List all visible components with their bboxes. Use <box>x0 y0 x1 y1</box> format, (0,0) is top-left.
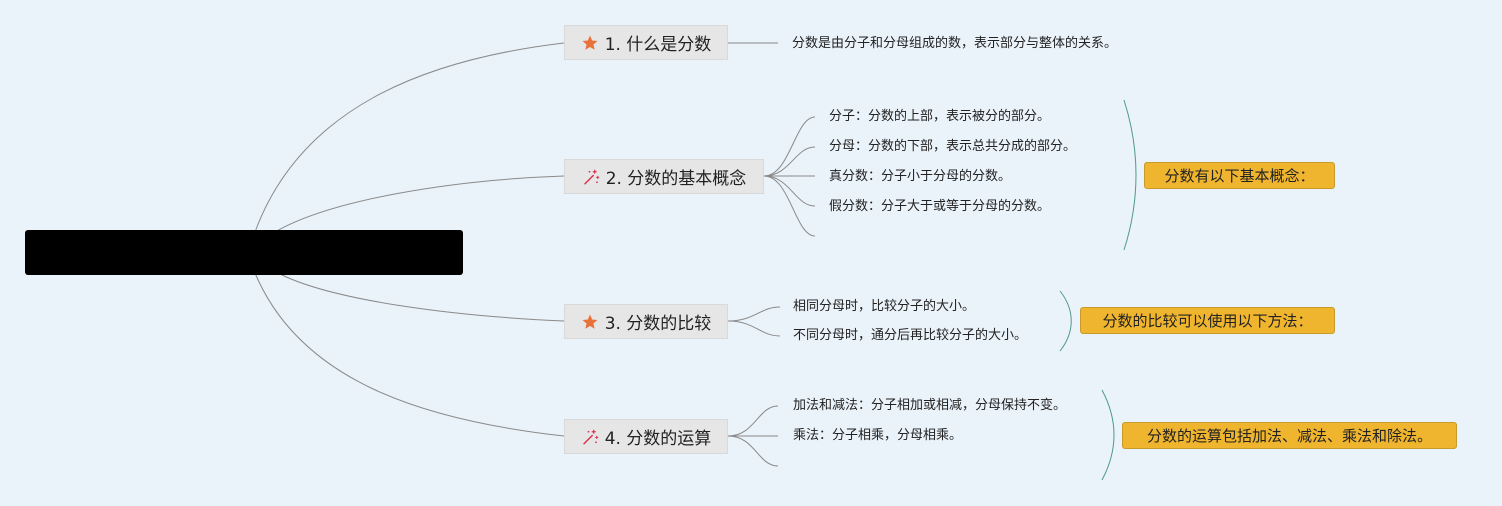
branch-2-detail-line-1 <box>763 116 816 177</box>
branch-2-summary-label: 分数有以下基本概念： <box>1164 167 1315 185</box>
branch-2-detail-line-2 <box>763 146 816 177</box>
sparkle-wand-icon <box>582 168 600 186</box>
root-to-branch-2-line <box>274 175 565 233</box>
root-to-branch-1-line <box>254 42 565 233</box>
branch-3-label: 3. 分数的比较 <box>604 314 712 334</box>
branch-2-detail-line-4 <box>763 175 816 207</box>
branch-3-topic[interactable]: 3. 分数的比较 <box>564 304 728 339</box>
branch-1-detail-1: 分数是由分子和分母组成的数，表示部分与整体的关系。 <box>792 36 1118 51</box>
branch-2-summary-brace <box>1123 99 1137 251</box>
branch-3-detail-line-1 <box>727 306 781 322</box>
branch-3-detail-line-2 <box>727 320 781 337</box>
branch-4-summary-label: 分数的运算包括加法、减法、乘法和除法。 <box>1146 427 1432 445</box>
branch-3-summary-label: 分数的比较可以使用以下方法： <box>1102 312 1313 330</box>
branch-2-detail-1: 分子：分数的上部，表示被分的部分。 <box>829 109 1051 124</box>
branch-4-detail-line-3 <box>727 435 779 467</box>
branch-1-label: 1. 什么是分数 <box>604 35 712 55</box>
star-icon <box>581 34 599 52</box>
branch-4-summary-brace <box>1101 389 1115 481</box>
branch-3-detail-2: 不同分母时，通分后再比较分子的大小。 <box>793 328 1028 343</box>
branch-1-topic[interactable]: 1. 什么是分数 <box>564 25 728 60</box>
branch-3-summary-brace <box>1059 290 1072 352</box>
branch-2-detail-2: 分母：分数的下部，表示总共分成的部分。 <box>829 139 1077 154</box>
root-to-branch-3-line <box>277 272 565 322</box>
branch-2-detail-3: 真分数：分子小于分母的分数。 <box>829 169 1012 184</box>
root-topic[interactable] <box>25 230 463 275</box>
root-to-branch-4-line <box>254 272 565 437</box>
branch-3-summary[interactable]: 分数的比较可以使用以下方法： <box>1080 307 1335 334</box>
sparkle-wand-icon <box>581 428 599 446</box>
branch-4-detail-2: 乘法：分子相乘，分母相乘。 <box>793 428 963 443</box>
branch-4-detail-line-1 <box>727 405 779 437</box>
branch-4-summary[interactable]: 分数的运算包括加法、减法、乘法和除法。 <box>1122 422 1457 449</box>
branch-2-topic[interactable]: 2. 分数的基本概念 <box>564 159 764 194</box>
branch-4-detail-1: 加法和减法：分子相加或相减，分母保持不变。 <box>793 398 1067 413</box>
branch-2-detail-line-5 <box>763 175 816 237</box>
branch-2-label: 2. 分数的基本概念 <box>605 169 747 189</box>
branch-4-topic[interactable]: 4. 分数的运算 <box>564 419 728 454</box>
branch-4-label: 4. 分数的运算 <box>604 429 712 449</box>
branch-3-detail-1: 相同分母时，比较分子的大小。 <box>793 299 976 314</box>
branch-2-detail-4: 假分数：分子大于或等于分母的分数。 <box>829 199 1051 214</box>
star-icon <box>581 313 599 331</box>
branch-2-summary[interactable]: 分数有以下基本概念： <box>1144 162 1335 189</box>
